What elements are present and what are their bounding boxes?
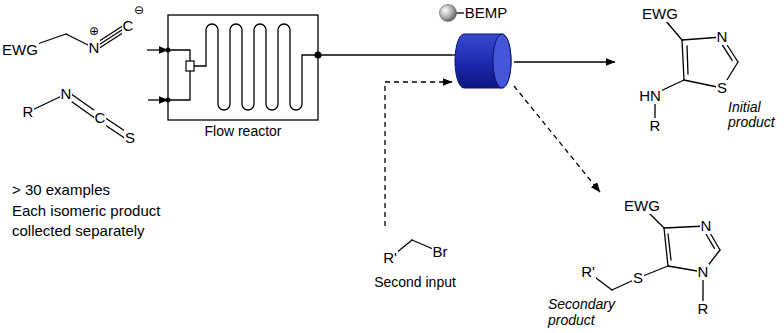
atom-label: N <box>88 40 101 56</box>
reactant-bromide: R' BrSecond input <box>365 226 470 294</box>
secondary-product: EWG N N R S R' Secondary product <box>540 192 740 330</box>
note-text: Each isomeric product collected separate… <box>12 201 184 240</box>
flow-arrow <box>148 99 168 100</box>
thiazole-bonds <box>650 14 738 120</box>
flow-reactor: Flow reactor <box>168 15 318 142</box>
charge-label: ⊕ <box>88 25 100 38</box>
reactant-isocyanide: EWG N ⊕ C⊖ <box>0 0 147 72</box>
atom-label: R <box>22 104 35 120</box>
atom-label: S <box>124 130 136 146</box>
flow-arrow <box>318 54 452 55</box>
isothiocyanate-bonds <box>28 92 132 141</box>
flow-arrow <box>385 82 452 226</box>
bemp-column: BEMP <box>452 0 514 96</box>
product-caption: Initial product <box>728 100 782 131</box>
atom-label: R <box>649 118 662 134</box>
atom-label: N <box>716 29 729 45</box>
reagent-label: BEMP <box>465 5 508 22</box>
group-label: EWG <box>1 42 39 58</box>
atom-label: N <box>700 218 713 234</box>
atom-label: C <box>94 110 107 126</box>
reactant-isothiocyanate: R N C S <box>10 84 148 150</box>
bemp-column-drawing <box>440 5 512 89</box>
atom-label: C <box>122 18 135 34</box>
product-caption: Secondary product <box>548 296 638 328</box>
initial-product: EWG N S HN R Initial product <box>615 0 784 140</box>
flow-reactor-drawing <box>166 15 322 120</box>
atom-label: HN <box>638 88 662 104</box>
atom-label: R' <box>382 250 398 266</box>
flow-arrow <box>514 86 600 192</box>
note-text: > 30 examples <box>12 180 110 200</box>
group-label: EWG <box>623 198 661 214</box>
atom-label: R' <box>580 264 596 280</box>
imidazole-bonds <box>588 206 720 308</box>
charge-label: ⊖ <box>133 4 145 17</box>
flow-arrow <box>514 61 615 62</box>
atom-label: R <box>697 301 710 317</box>
atom-label: S <box>632 270 644 286</box>
atom-label: N <box>697 264 710 280</box>
atom-label: N <box>60 86 73 102</box>
atom-label: S <box>716 80 728 96</box>
atom-label: Br <box>432 244 449 260</box>
input-caption: Second input <box>374 275 456 290</box>
reactor-label: Flow reactor <box>204 124 281 139</box>
group-label: EWG <box>641 6 679 22</box>
flow-arrow <box>147 49 168 50</box>
